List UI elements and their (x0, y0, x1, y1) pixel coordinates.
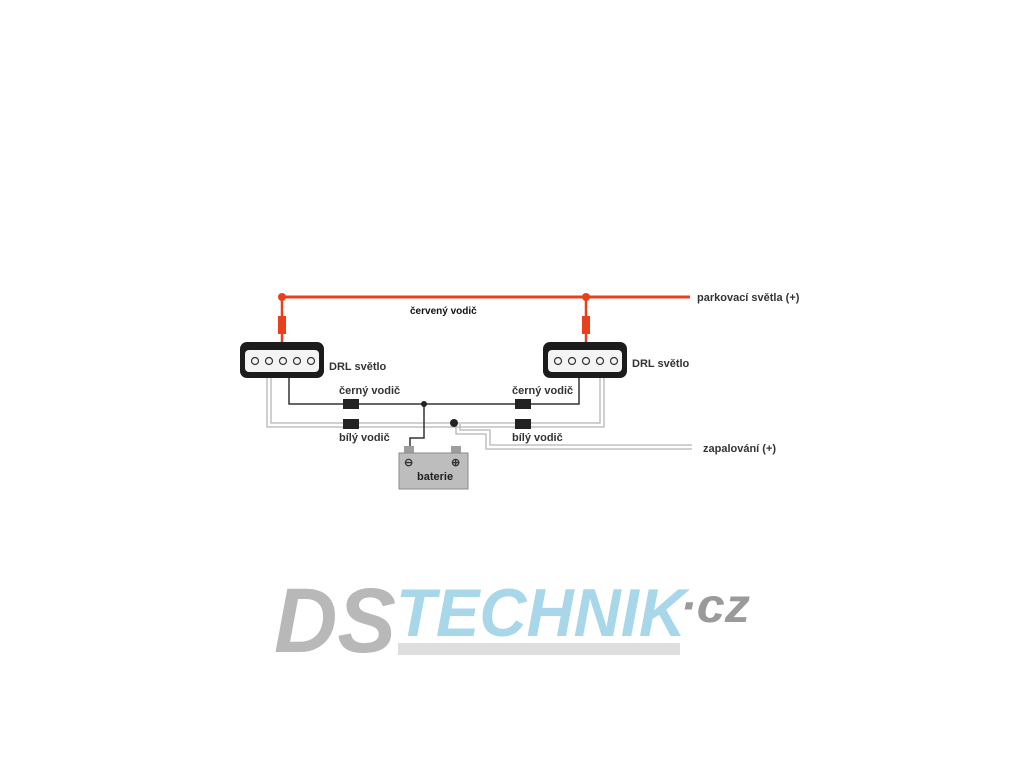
label-red-wire: červený vodič (410, 306, 477, 317)
label-white-wire-left: bílý vodič (339, 432, 390, 444)
logo-ds: DS (274, 570, 396, 672)
black-wire-junction (421, 401, 427, 407)
dstechnik-logo: DS TECHNIK ·cz (274, 570, 750, 672)
white-connector-left (343, 419, 359, 429)
black-connector-left (343, 399, 359, 409)
red-wire-group (278, 293, 690, 344)
battery-minus-sign: ⊖ (404, 457, 413, 469)
black-connector-right (515, 399, 531, 409)
logo-cz: ·cz (680, 580, 750, 633)
white-connector-right (515, 419, 531, 429)
fuse-right (582, 316, 590, 334)
label-drl-left: DRL světlo (329, 361, 387, 373)
label-black-wire-right: černý vodič (512, 385, 573, 397)
battery-plus-sign: ⊕ (451, 457, 460, 469)
white-wire-junction (450, 419, 458, 427)
label-parking-lights: parkovací světla (+) (697, 292, 800, 304)
white-wires (266, 375, 692, 450)
label-black-wire-left: černý vodič (339, 385, 400, 397)
drl-lamp-right (543, 342, 627, 378)
label-white-wire-right: bílý vodič (512, 432, 563, 444)
logo-underline-bar (398, 643, 680, 655)
logo-technik: TECHNIK (396, 575, 691, 651)
connectors (343, 399, 531, 429)
drl-lamp-left (240, 342, 324, 378)
label-drl-right: DRL světlo (632, 358, 690, 370)
battery-label: baterie (417, 471, 453, 483)
fuse-left (278, 316, 286, 334)
label-ignition: zapalování (+) (703, 443, 776, 455)
battery: ⊖ ⊕ baterie (398, 446, 469, 490)
